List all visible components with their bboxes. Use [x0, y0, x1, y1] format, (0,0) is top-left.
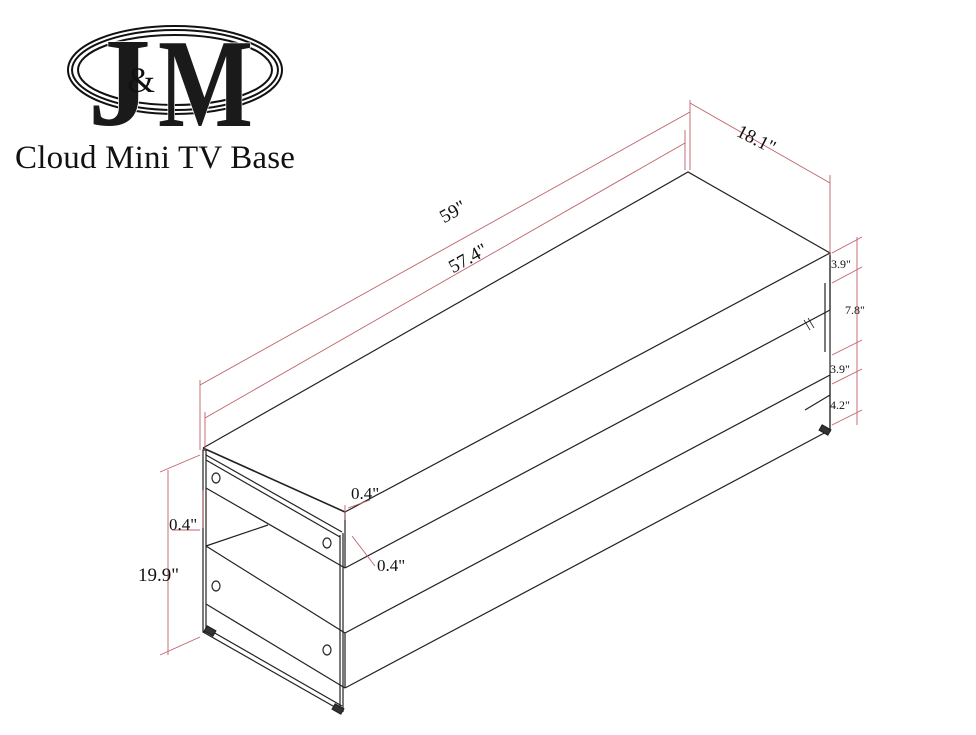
dimension-lines — [159, 100, 863, 656]
dim-glass-thickness-side: 0.4" — [169, 515, 198, 534]
logo-oval-icon — [67, 25, 283, 115]
dim-leg-clearance: 4.2" — [830, 398, 850, 412]
dim-height: 19.9" — [138, 565, 180, 586]
dim-top-shelf-thickness: 3.9" — [831, 257, 851, 271]
dim-glass-thickness-edge: 0.4" — [377, 556, 406, 575]
logo-ampersand: & — [127, 60, 155, 100]
logo-letter-j: J — [88, 14, 151, 153]
brand-logo: J & M — [67, 13, 283, 155]
dim-glass-thickness-top: 0.4" — [351, 484, 380, 503]
logo-letter-m: M — [158, 15, 253, 154]
product-title: Cloud Mini TV Base — [15, 140, 296, 176]
dim-shelf-gap: 7.8" — [845, 303, 865, 317]
dim-bottom-shelf-thickness: 3.9" — [830, 362, 850, 376]
tv-base-body — [202, 171, 832, 715]
